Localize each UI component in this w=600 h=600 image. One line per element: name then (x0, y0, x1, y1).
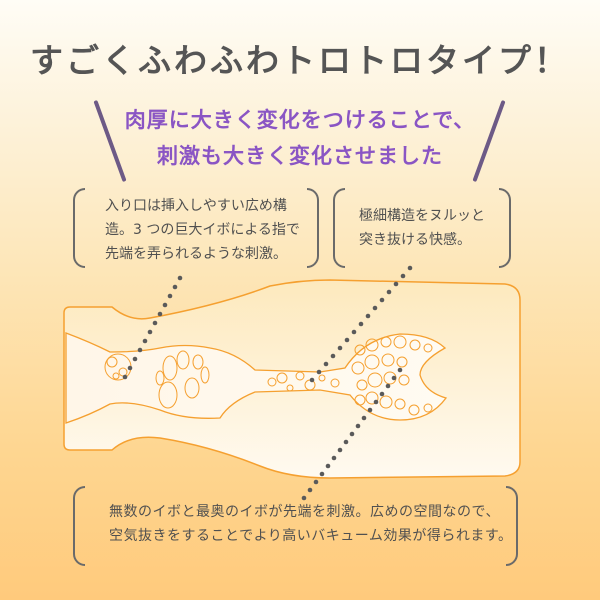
subtitle-line-2: 刺激も大きく変化させました (157, 144, 443, 168)
callout-entrance-line-3: 先端を弄られるような刺激。 (105, 246, 287, 262)
subtitle-block: 肉厚に大きく変化をつけることで、 刺激も大きく変化させました (0, 96, 600, 186)
callout-inner-line-1: 無数のイボと最奥のイボが先端を刺激。広めの空間なので、 (109, 504, 500, 520)
right-bracket (307, 188, 319, 268)
subtitle-line-1: 肉厚に大きく変化をつけることで、 (124, 108, 476, 132)
inner-channel (65, 332, 448, 424)
left-bracket (73, 486, 85, 566)
leader-line-middle (309, 265, 413, 383)
left-bracket (333, 188, 345, 268)
callout-inner-line-2: 空気抜きをすることでより高いバキューム効果が得られます。 (109, 528, 513, 544)
right-bracket (499, 188, 511, 268)
leader-line-entrance (122, 275, 183, 380)
callout-middle: 極細構造をヌルッと 突き抜ける快感。 (333, 188, 511, 268)
callout-entrance: 入り口は挿入しやすい広め構 造。3 つの巨大イボによる指で 先端を弄られるような… (73, 188, 319, 268)
subtitle: 肉厚に大きく変化をつけることで、 刺激も大きく変化させました (0, 102, 600, 174)
callout-entrance-line-1: 入り口は挿入しやすい広め構 (105, 198, 287, 214)
leader-line-inner (301, 367, 403, 501)
page-title: すごくふわふわトロトロタイプ！ (30, 41, 570, 80)
callout-entrance-line-2: 造。3 つの巨大イボによる指で (105, 222, 300, 238)
callout-middle-line-1: 極細構造をヌルッと (359, 208, 485, 224)
right-bracket (506, 486, 518, 566)
callout-inner: 無数のイボと最奥のイボが先端を刺激。広めの空間なので、 空気抜きをすることでより… (73, 486, 518, 566)
callout-middle-line-2: 突き抜ける快感。 (359, 232, 471, 248)
leader-lines (122, 265, 413, 501)
nodule-pattern (104, 335, 433, 416)
left-bracket (73, 188, 85, 268)
